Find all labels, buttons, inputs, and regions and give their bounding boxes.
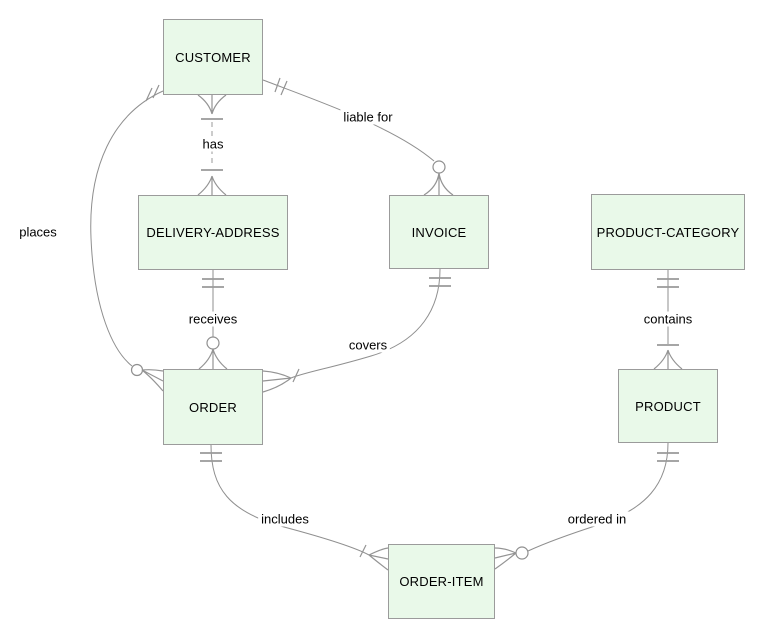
entity-customer-label: CUSTOMER bbox=[175, 49, 251, 65]
crows-foot-marker-has-customer bbox=[197, 94, 227, 115]
edge-includes bbox=[210, 444, 370, 556]
entity-delivery-address[interactable]: DELIVERY-ADDRESS bbox=[138, 195, 288, 270]
entity-order-item[interactable]: ORDER-ITEM bbox=[388, 544, 495, 619]
entity-product-category[interactable]: PRODUCT-CATEGORY bbox=[591, 194, 745, 270]
one-marker-includes bbox=[359, 544, 367, 558]
relationship-label-receives: receives bbox=[185, 311, 241, 327]
relationship-label-includes: includes bbox=[258, 511, 312, 527]
crows-foot-marker-places bbox=[141, 369, 164, 392]
entity-product-label: PRODUCT bbox=[635, 398, 701, 414]
relationship-label-covers: covers bbox=[345, 337, 391, 353]
relationship-label-ordered-in: ordered in bbox=[564, 511, 630, 527]
crows-foot-marker-includes bbox=[368, 547, 389, 571]
entity-order-label: ORDER bbox=[189, 399, 237, 415]
entity-order-item-label: ORDER-ITEM bbox=[399, 574, 484, 589]
relationship-label-liable-for: liable for bbox=[340, 109, 396, 125]
one-marker-covers bbox=[292, 368, 300, 383]
exactly-one-marker-contains bbox=[657, 278, 679, 288]
entity-product-category-label: PRODUCT-CATEGORY bbox=[596, 224, 740, 240]
exactly-one-marker-liable-for bbox=[274, 77, 288, 96]
entity-delivery-address-label: DELIVERY-ADDRESS bbox=[146, 225, 280, 240]
crows-foot-marker-receives bbox=[198, 348, 228, 370]
edge-covers bbox=[290, 268, 441, 379]
entity-order[interactable]: ORDER bbox=[163, 369, 263, 445]
zero-marker-liable-for bbox=[432, 160, 446, 174]
crows-foot-marker-contains bbox=[653, 349, 683, 370]
edge-places bbox=[90, 90, 164, 367]
entity-product[interactable]: PRODUCT bbox=[618, 369, 718, 443]
exactly-one-marker-places bbox=[145, 84, 160, 102]
relationship-label-places: places bbox=[16, 224, 60, 240]
zero-marker-ordered-in bbox=[515, 546, 529, 560]
entity-invoice-label: INVOICE bbox=[411, 224, 467, 240]
zero-marker-places bbox=[130, 363, 144, 377]
entity-customer[interactable]: CUSTOMER bbox=[163, 19, 263, 95]
entity-invoice[interactable]: INVOICE bbox=[389, 195, 489, 269]
zero-marker-receives bbox=[206, 336, 220, 350]
exactly-one-marker-receives bbox=[202, 278, 224, 288]
crows-foot-marker-ordered-in bbox=[494, 547, 517, 570]
crows-foot-marker-covers bbox=[262, 370, 292, 393]
crows-foot-marker-has-delivery bbox=[197, 175, 227, 196]
exactly-one-marker-covers bbox=[429, 277, 451, 287]
exactly-one-marker-ordered-in bbox=[657, 452, 679, 462]
exactly-one-marker-includes bbox=[200, 452, 222, 462]
relationship-label-has: has bbox=[199, 136, 227, 152]
crows-foot-marker-liable-for bbox=[423, 172, 454, 196]
edge-ordered-in bbox=[527, 442, 669, 552]
relationship-label-contains: contains bbox=[640, 311, 696, 327]
